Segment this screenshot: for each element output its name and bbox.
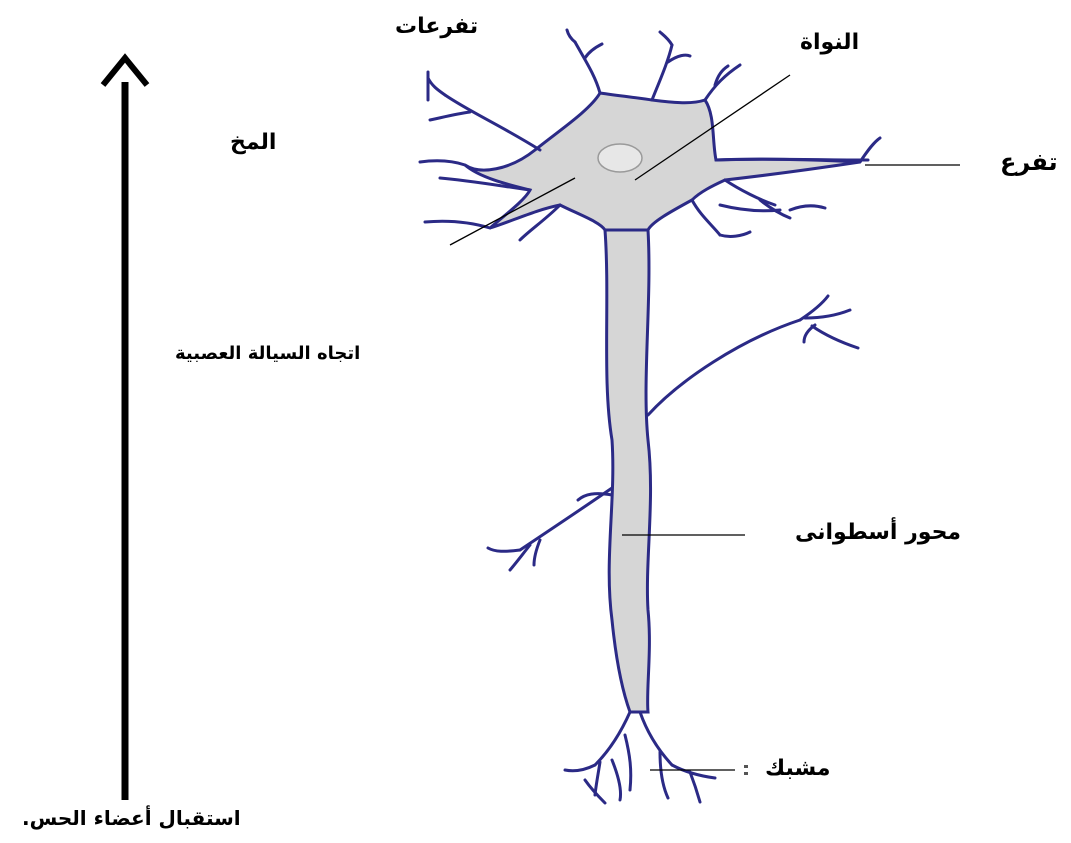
nucleus-label: النواة — [800, 30, 859, 55]
axon-label: محور أسطوانى — [795, 520, 961, 545]
nucleus — [598, 144, 642, 172]
branch-label: تفرع — [1000, 148, 1058, 176]
sense-organs-label: استقبال أعضاء الحس. — [22, 806, 241, 830]
brain-label: المخ — [230, 130, 276, 155]
dendrites-top-label: تفرعات — [395, 14, 478, 39]
synapse-label: مشبك — [765, 756, 830, 781]
direction-label: اتجاه السيالة العصبية — [175, 343, 360, 364]
synapse-marks — [744, 765, 748, 775]
axon — [605, 230, 651, 712]
direction-arrow — [103, 58, 147, 800]
